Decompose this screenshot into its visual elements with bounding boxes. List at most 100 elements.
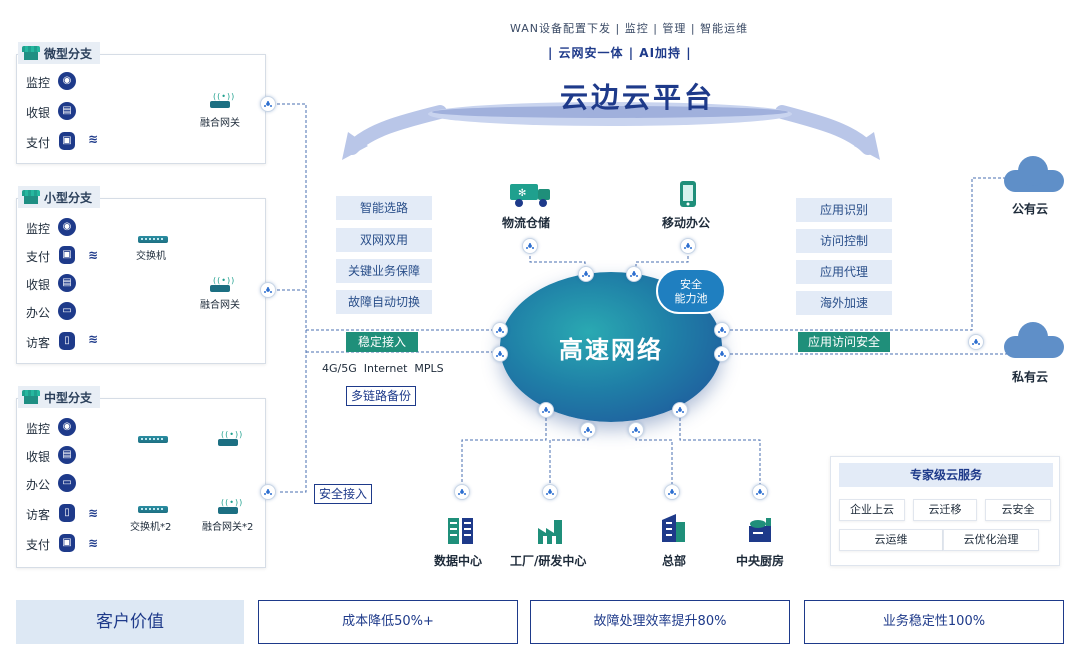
device-label: 办公: [26, 306, 51, 320]
feature-app-identify: 应用识别: [796, 198, 892, 222]
site-headquarters-label: 总部: [662, 554, 687, 568]
expert-services-panel: 专家级云服务 企业上云 云迁移 云安全 云运维 云优化治理: [830, 456, 1060, 566]
expert-item-cloud-ops: 云运维: [839, 529, 943, 551]
multi-link-backup-badge: 多链路备份: [346, 386, 417, 406]
shop-icon: [22, 190, 40, 204]
feature-app-proxy: 应用代理: [796, 260, 892, 284]
mobile-icon: [679, 180, 697, 208]
phone-icon: ▯: [59, 504, 75, 522]
site-data-center-label: 数据中心: [434, 554, 483, 568]
links-text: 4G/5G Internet MPLS: [322, 362, 444, 375]
feature-smart-routing: 智能选路: [336, 196, 432, 220]
switch-label: 交换机: [136, 251, 166, 262]
network-node-icon: [714, 346, 730, 362]
network-node-icon: [752, 484, 768, 500]
network-node-icon: [522, 238, 538, 254]
platform-tagline: | 云网安一体 | AI加持 |: [548, 46, 692, 60]
expert-services-title: 专家级云服务: [839, 463, 1053, 487]
network-node-icon: [626, 266, 642, 282]
network-node-icon: [680, 238, 696, 254]
network-node-icon: [492, 346, 508, 362]
branch-small-title-text: 小型分支: [44, 190, 93, 205]
branch-micro-title-text: 微型分支: [44, 46, 93, 61]
customer-value-label: 客户价值: [16, 600, 244, 644]
site-factory-label: 工厂/研发中心: [510, 554, 587, 568]
kitchen-icon: [746, 514, 776, 544]
pos-terminal-icon: ▣: [59, 132, 75, 150]
branch-micro-panel: [16, 54, 266, 164]
svg-text:✻: ✻: [518, 188, 526, 199]
device-label: 监控: [26, 222, 51, 236]
wifi-icon: ≋: [88, 332, 99, 346]
device-label: 访客: [26, 508, 51, 522]
device-label: 收银: [26, 450, 51, 464]
site-logistics-label: 物流仓储: [502, 216, 551, 230]
network-node-icon: [260, 484, 276, 500]
gateway-label: 融合网关*2: [202, 522, 254, 533]
wifi-icon: ≋: [88, 132, 99, 146]
network-node-icon: [260, 282, 276, 298]
network-node-icon: [260, 96, 276, 112]
feature-dual-network: 双网双用: [336, 228, 432, 252]
truck-icon: ✻: [510, 182, 554, 208]
security-pool-line2: 能力池: [674, 292, 708, 305]
branch-small-panel: [16, 198, 266, 364]
device-label: 办公: [26, 478, 51, 492]
site-kitchen-label: 中央厨房: [736, 554, 785, 568]
gateway-icon: ((•)): [210, 276, 234, 292]
feature-auto-failover: 故障自动切换: [336, 290, 432, 314]
branch-medium-panel: [16, 398, 266, 568]
gateway-icon: ((•)): [218, 498, 242, 514]
network-node-icon: [454, 484, 470, 500]
network-node-icon: [664, 484, 680, 500]
shop-icon: [22, 46, 40, 60]
feature-access-control: 访问控制: [796, 229, 892, 253]
branch-medium-title-text: 中型分支: [44, 390, 93, 405]
switch-icon: [138, 506, 168, 513]
switch-icon: [138, 236, 168, 243]
device-label: 收银: [26, 278, 51, 292]
phone-icon: ▯: [59, 332, 75, 350]
cash-register-icon: ▤: [58, 274, 76, 292]
cash-register-icon: ▤: [58, 102, 76, 120]
value-efficiency: 故障处理效率提升80%: [530, 600, 790, 644]
camera-icon: ◉: [58, 72, 76, 90]
feature-overseas-accel: 海外加速: [796, 291, 892, 315]
device-label: 支付: [26, 136, 51, 150]
switch-icon: [138, 436, 168, 443]
value-stability: 业务稳定性100%: [804, 600, 1064, 644]
branch-micro-title: 微型分支: [18, 42, 101, 64]
pos-terminal-icon: ▣: [59, 246, 75, 264]
branch-medium-title: 中型分支: [18, 386, 101, 408]
network-node-icon: [580, 422, 596, 438]
private-cloud-icon: [1004, 322, 1064, 358]
network-node-icon: [628, 422, 644, 438]
branch-small-title: 小型分支: [18, 186, 101, 208]
app-access-security-badge: 应用访问安全: [798, 332, 890, 352]
feature-key-business: 关键业务保障: [336, 259, 432, 283]
cash-register-icon: ▤: [58, 446, 76, 464]
public-cloud-label: 公有云: [1012, 202, 1049, 216]
network-node-icon: [714, 322, 730, 338]
network-node-icon: [542, 484, 558, 500]
headquarters-icon: [658, 512, 688, 542]
device-label: 监控: [26, 422, 51, 436]
expert-item-cloud-optimization: 云优化治理: [943, 529, 1039, 551]
platform-title: 云边云平台: [560, 81, 716, 114]
data-center-icon: [446, 516, 476, 546]
private-cloud-label: 私有云: [1012, 370, 1049, 384]
device-label: 访客: [26, 336, 51, 350]
expert-item-cloud-migration: 云迁移: [913, 499, 977, 521]
device-label: 支付: [26, 250, 51, 264]
camera-icon: ◉: [58, 418, 76, 436]
secure-access-badge: 安全接入: [314, 484, 373, 504]
platform-features-line: WAN设备配置下发 | 监控 | 管理 | 智能运维: [510, 22, 749, 35]
camera-icon: ◉: [58, 218, 76, 236]
wifi-icon: ≋: [88, 248, 99, 262]
gateway-icon: ((•)): [218, 430, 242, 446]
device-label: 支付: [26, 538, 51, 552]
device-label: 监控: [26, 76, 51, 90]
switch-label: 交换机*2: [130, 522, 172, 533]
factory-icon: [536, 516, 566, 546]
network-node-icon: [968, 334, 984, 350]
